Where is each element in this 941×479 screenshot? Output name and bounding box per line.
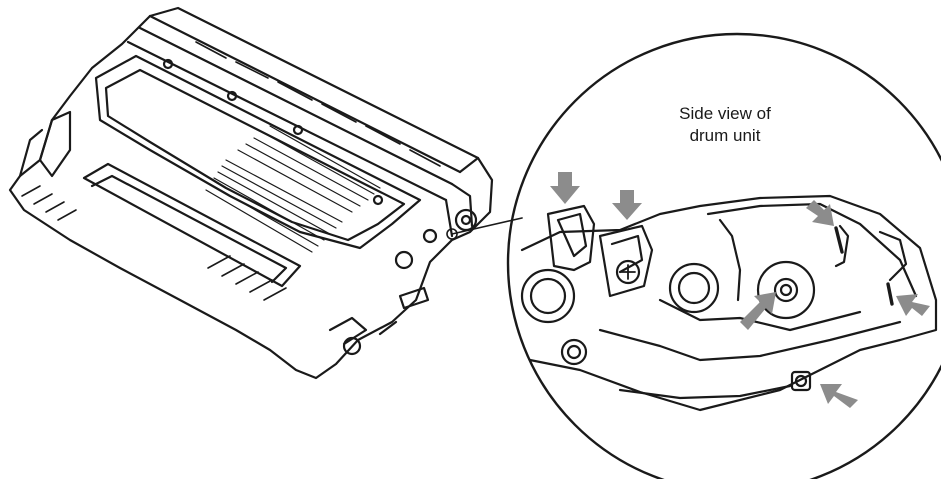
arrow-down-icon xyxy=(550,172,580,204)
callout-title: Side view of drum unit xyxy=(679,104,771,145)
callout-leader xyxy=(451,217,523,235)
arrow-up-right-icon xyxy=(740,292,776,330)
drum-unit-body xyxy=(8,6,494,380)
arrow-up-left-icon xyxy=(820,384,858,408)
arrow-down-right-icon xyxy=(806,200,834,226)
callout-circle xyxy=(506,32,941,479)
drum-side-view xyxy=(520,194,938,412)
arrow-left-icon xyxy=(896,294,930,316)
arrow-down-icon xyxy=(612,190,642,220)
